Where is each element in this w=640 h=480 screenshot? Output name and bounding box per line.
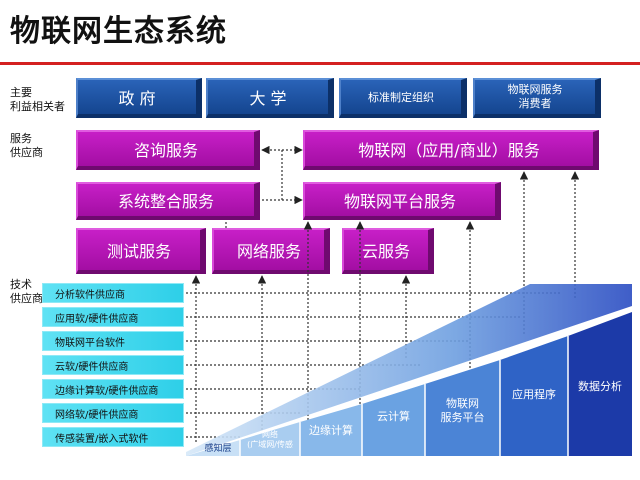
layer-label-edge: 边缘计算 — [309, 424, 353, 437]
segment-cloud — [362, 384, 425, 456]
layer-label-cloud: 云计算 — [377, 410, 410, 423]
tech-row-edge-hw-sw: 边缘计算软/硬件供应商 — [42, 379, 184, 399]
service-iot-platform-label: 物联网平台服务 — [343, 192, 456, 211]
service-testing-label: 测试服务 — [106, 242, 171, 261]
service-iot-application-label: 物联网（应用/商业）服务 — [358, 141, 540, 160]
stakeholder-standards-org-label: 标准制定组织 — [368, 91, 434, 104]
service-integration: 系统整合服务 — [76, 182, 260, 220]
page-title: 物联网生态系统 — [10, 14, 227, 49]
segment-platform — [425, 360, 500, 456]
service-iot-platform: 物联网平台服务 — [303, 182, 501, 220]
layer-label-analytics: 数据分析 — [578, 380, 622, 393]
tech-row-platform-sw-label: 物联网平台软件 — [55, 337, 125, 349]
tech-row-app-hw-sw: 应用软/硬件供应商 — [42, 307, 184, 327]
service-network: 网络服务 — [212, 228, 330, 274]
tech-row-analytics-label: 分析软件供应商 — [55, 289, 125, 301]
service-consulting: 咨询服务 — [76, 130, 260, 170]
service-providers-label: 服务 供应商 — [10, 132, 43, 159]
stakeholder-iot-consumers: 物联网服务 消费者 — [473, 78, 601, 118]
stakeholder-university: 大 学 — [206, 78, 334, 118]
layer-label-network: 网络 (广域网/传感 — [247, 430, 293, 449]
layer-label-platform: 物联网 服务平台 — [440, 397, 485, 424]
tech-row-cloud-hw-sw-label: 云软/硬件供应商 — [55, 361, 129, 373]
layer-label-application: 应用程序 — [512, 388, 556, 401]
stakeholder-government-label: 政 府 — [118, 89, 156, 108]
tech-row-sensors-label: 传感装置/嵌入式软件 — [55, 433, 149, 445]
service-iot-application: 物联网（应用/商业）服务 — [303, 130, 599, 170]
segment-network — [240, 422, 300, 456]
service-consulting-label: 咨询服务 — [133, 141, 198, 160]
tech-row-network-hw-sw: 网络软/硬件供应商 — [42, 403, 184, 423]
stakeholder-government: 政 府 — [76, 78, 202, 118]
segment-edge — [300, 404, 362, 456]
service-cloud: 云服务 — [342, 228, 434, 274]
tech-row-app-hw-sw-label: 应用软/硬件供应商 — [55, 313, 139, 325]
tech-row-sensors: 传感装置/嵌入式软件 — [42, 427, 184, 447]
tech-row-platform-sw: 物联网平台软件 — [42, 331, 184, 351]
tech-providers-label: 技术 供应商 — [10, 278, 43, 305]
service-network-label: 网络服务 — [236, 242, 301, 261]
stakeholder-standards-org: 标准制定组织 — [339, 78, 467, 118]
tech-row-edge-hw-sw-label: 边缘计算软/硬件供应商 — [55, 385, 159, 397]
tech-row-cloud-hw-sw: 云软/硬件供应商 — [42, 355, 184, 375]
segment-perception — [186, 440, 240, 456]
wedge-top-face — [186, 284, 632, 456]
stakeholders-label: 主要 利益相关者 — [10, 86, 65, 113]
tech-row-network-hw-sw-label: 网络软/硬件供应商 — [55, 409, 139, 421]
stakeholder-iot-consumers-label: 物联网服务 消费者 — [507, 83, 563, 110]
stakeholder-university-label: 大 学 — [249, 89, 287, 108]
tech-row-analytics: 分析软件供应商 — [42, 283, 184, 303]
service-testing: 测试服务 — [76, 228, 206, 274]
service-cloud-label: 云服务 — [361, 242, 410, 261]
service-integration-label: 系统整合服务 — [117, 192, 214, 211]
title-divider — [0, 62, 640, 65]
layer-label-perception: 感知层 — [204, 443, 232, 454]
segment-application — [500, 336, 568, 456]
segment-analytics — [568, 312, 632, 456]
